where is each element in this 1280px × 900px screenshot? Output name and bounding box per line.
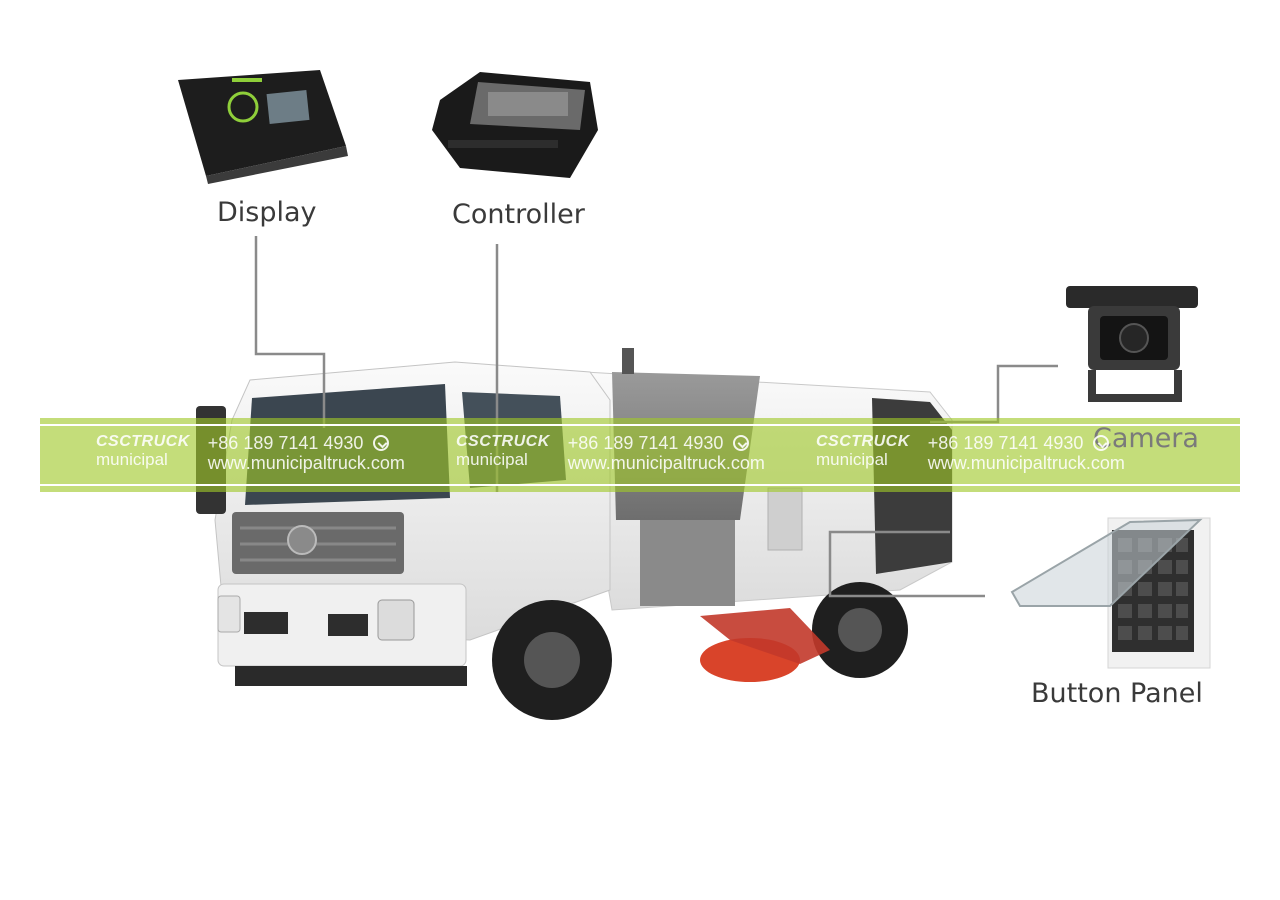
- watermark-website: www.municipaltruck.com: [927, 453, 1125, 473]
- camera-label: Camera: [1093, 423, 1199, 454]
- watermark-brand-name: CSCTRUCK: [96, 433, 190, 450]
- display-connector-line: [254, 236, 326, 428]
- watermark-block-3: CSCTRUCK municipal +86 189 7141 4930 www…: [816, 433, 1125, 473]
- sweeper-brush: [700, 608, 830, 682]
- camera-device-image: [1066, 286, 1198, 402]
- watermark-website: www.municipaltruck.com: [567, 453, 765, 473]
- watermark-contact: +86 189 7141 4930 www.municipaltruck.com: [928, 433, 1125, 473]
- watermark-band: [40, 418, 1240, 492]
- watermark-brand-sub: municipal: [816, 450, 888, 469]
- watermark-brand-name: CSCTRUCK: [456, 433, 550, 450]
- watermark-contact: +86 189 7141 4930 www.municipaltruck.com: [568, 433, 765, 473]
- watermark-brand: CSCTRUCK municipal: [96, 433, 190, 473]
- camera-connector-line: [930, 364, 1058, 424]
- watermark-band-bottom-line: [40, 484, 1240, 486]
- controller-device-image: [432, 72, 598, 178]
- watermark-brand: CSCTRUCK municipal: [456, 433, 550, 473]
- watermark-band-top-line: [40, 424, 1240, 426]
- sweeper-truck-image: [196, 348, 953, 720]
- watermark-phone: +86 189 7141 4930: [927, 433, 1084, 453]
- watermark-block-2: CSCTRUCK municipal +86 189 7141 4930 www…: [456, 433, 765, 473]
- button-panel-label: Button Panel: [1031, 678, 1203, 709]
- watermark-block-1: CSCTRUCK municipal +86 189 7141 4930 www…: [96, 433, 405, 473]
- display-device-image: [178, 70, 348, 184]
- button-panel-device-image: [1010, 517, 1211, 669]
- watermark-brand-name: CSCTRUCK: [816, 433, 910, 450]
- watermark-phone: +86 189 7141 4930: [207, 433, 364, 453]
- button-panel-connector-line: [828, 530, 985, 598]
- whatsapp-icon: [733, 435, 750, 451]
- display-label: Display: [217, 197, 317, 228]
- controller-label: Controller: [452, 199, 585, 230]
- watermark-brand: CSCTRUCK municipal: [816, 433, 910, 473]
- whatsapp-icon: [1093, 435, 1110, 451]
- whatsapp-icon: [373, 435, 390, 451]
- watermark-website: www.municipaltruck.com: [207, 453, 405, 473]
- watermark-brand-sub: municipal: [96, 450, 168, 469]
- watermark-contact: +86 189 7141 4930 www.municipaltruck.com: [208, 433, 405, 473]
- watermark-phone: +86 189 7141 4930: [567, 433, 724, 453]
- watermark-brand-sub: municipal: [456, 450, 528, 469]
